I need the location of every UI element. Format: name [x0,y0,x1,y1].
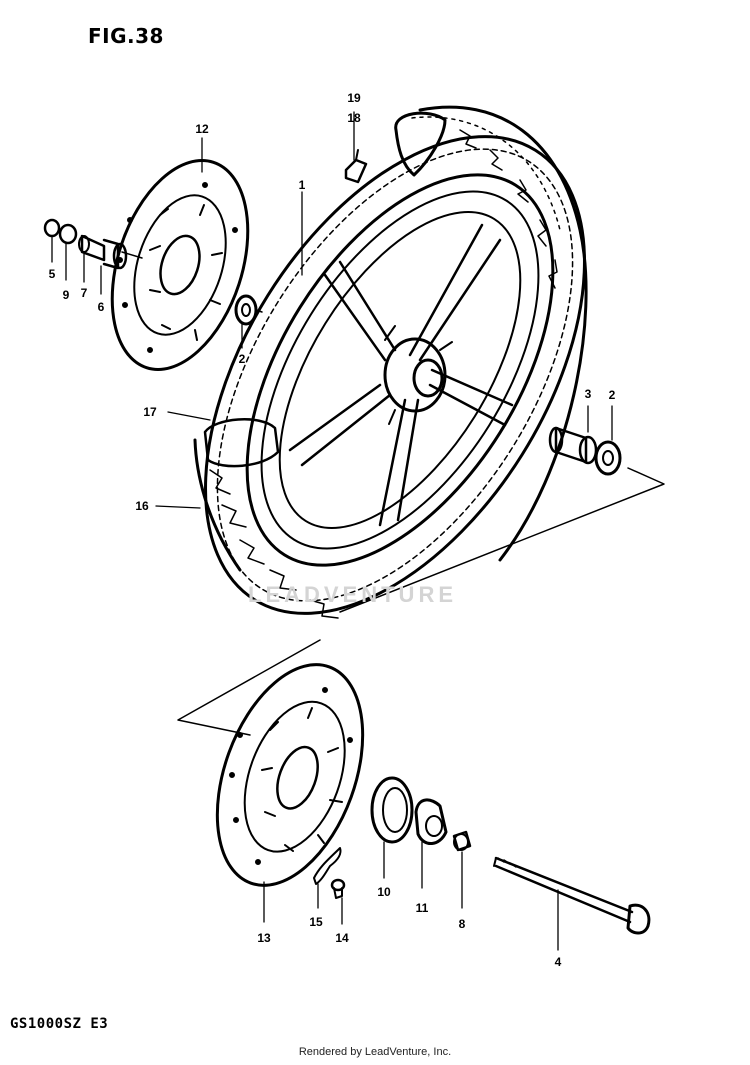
lock-washer-part-15 [313,847,342,885]
callout-14: 14 [335,931,349,945]
callout-leader-lines [51,111,613,951]
footer-credit: Rendered by LeadVenture, Inc. [298,1046,452,1058]
callout-12: 12 [195,122,209,136]
callout-16: 16 [135,499,149,513]
callout-4: 4 [554,955,562,969]
gearbox-retainer-part-10 [370,776,414,844]
callout-6: 6 [97,300,105,314]
spacer-part-8 [452,830,472,852]
disc-bolt-part-14 [330,878,346,899]
callout-15: 15 [309,915,323,929]
wheel-rim-part-1 [245,173,555,567]
bearing-part-2-left [234,294,258,326]
figure-title: FIG.38 [88,24,164,48]
model-code: GS1000SZ E3 [10,1016,109,1032]
bearing-part-2-right [594,440,622,476]
callout-1: 1 [298,178,306,192]
callout-10: 10 [377,885,391,899]
callout-5: 5 [48,267,56,281]
gearbox-part-11 [414,798,448,845]
callout-18: 18 [347,111,361,125]
valve-part-18-19 [344,149,368,184]
watermark-text: LEADVENTURE [248,582,458,607]
callout-11: 11 [415,901,429,915]
callout-8: 8 [458,917,466,931]
callout-17: 17 [143,405,157,419]
callout-3: 3 [584,387,592,401]
callout-13: 13 [257,931,271,945]
assembly-guide-lines [121,251,665,736]
callout-9: 9 [62,288,70,302]
callout-2-upper: 2 [238,352,246,366]
axle-nut-parts [43,218,128,270]
axle-part-4 [493,856,651,935]
spacer-part-3 [548,426,598,465]
brake-disc-part-12 [110,159,250,371]
tire-part-16 [193,105,588,619]
callout-7: 7 [80,286,88,300]
callout-2-right: 2 [608,388,616,402]
callout-19: 19 [347,91,361,105]
brake-disc-part-13 [215,663,365,887]
